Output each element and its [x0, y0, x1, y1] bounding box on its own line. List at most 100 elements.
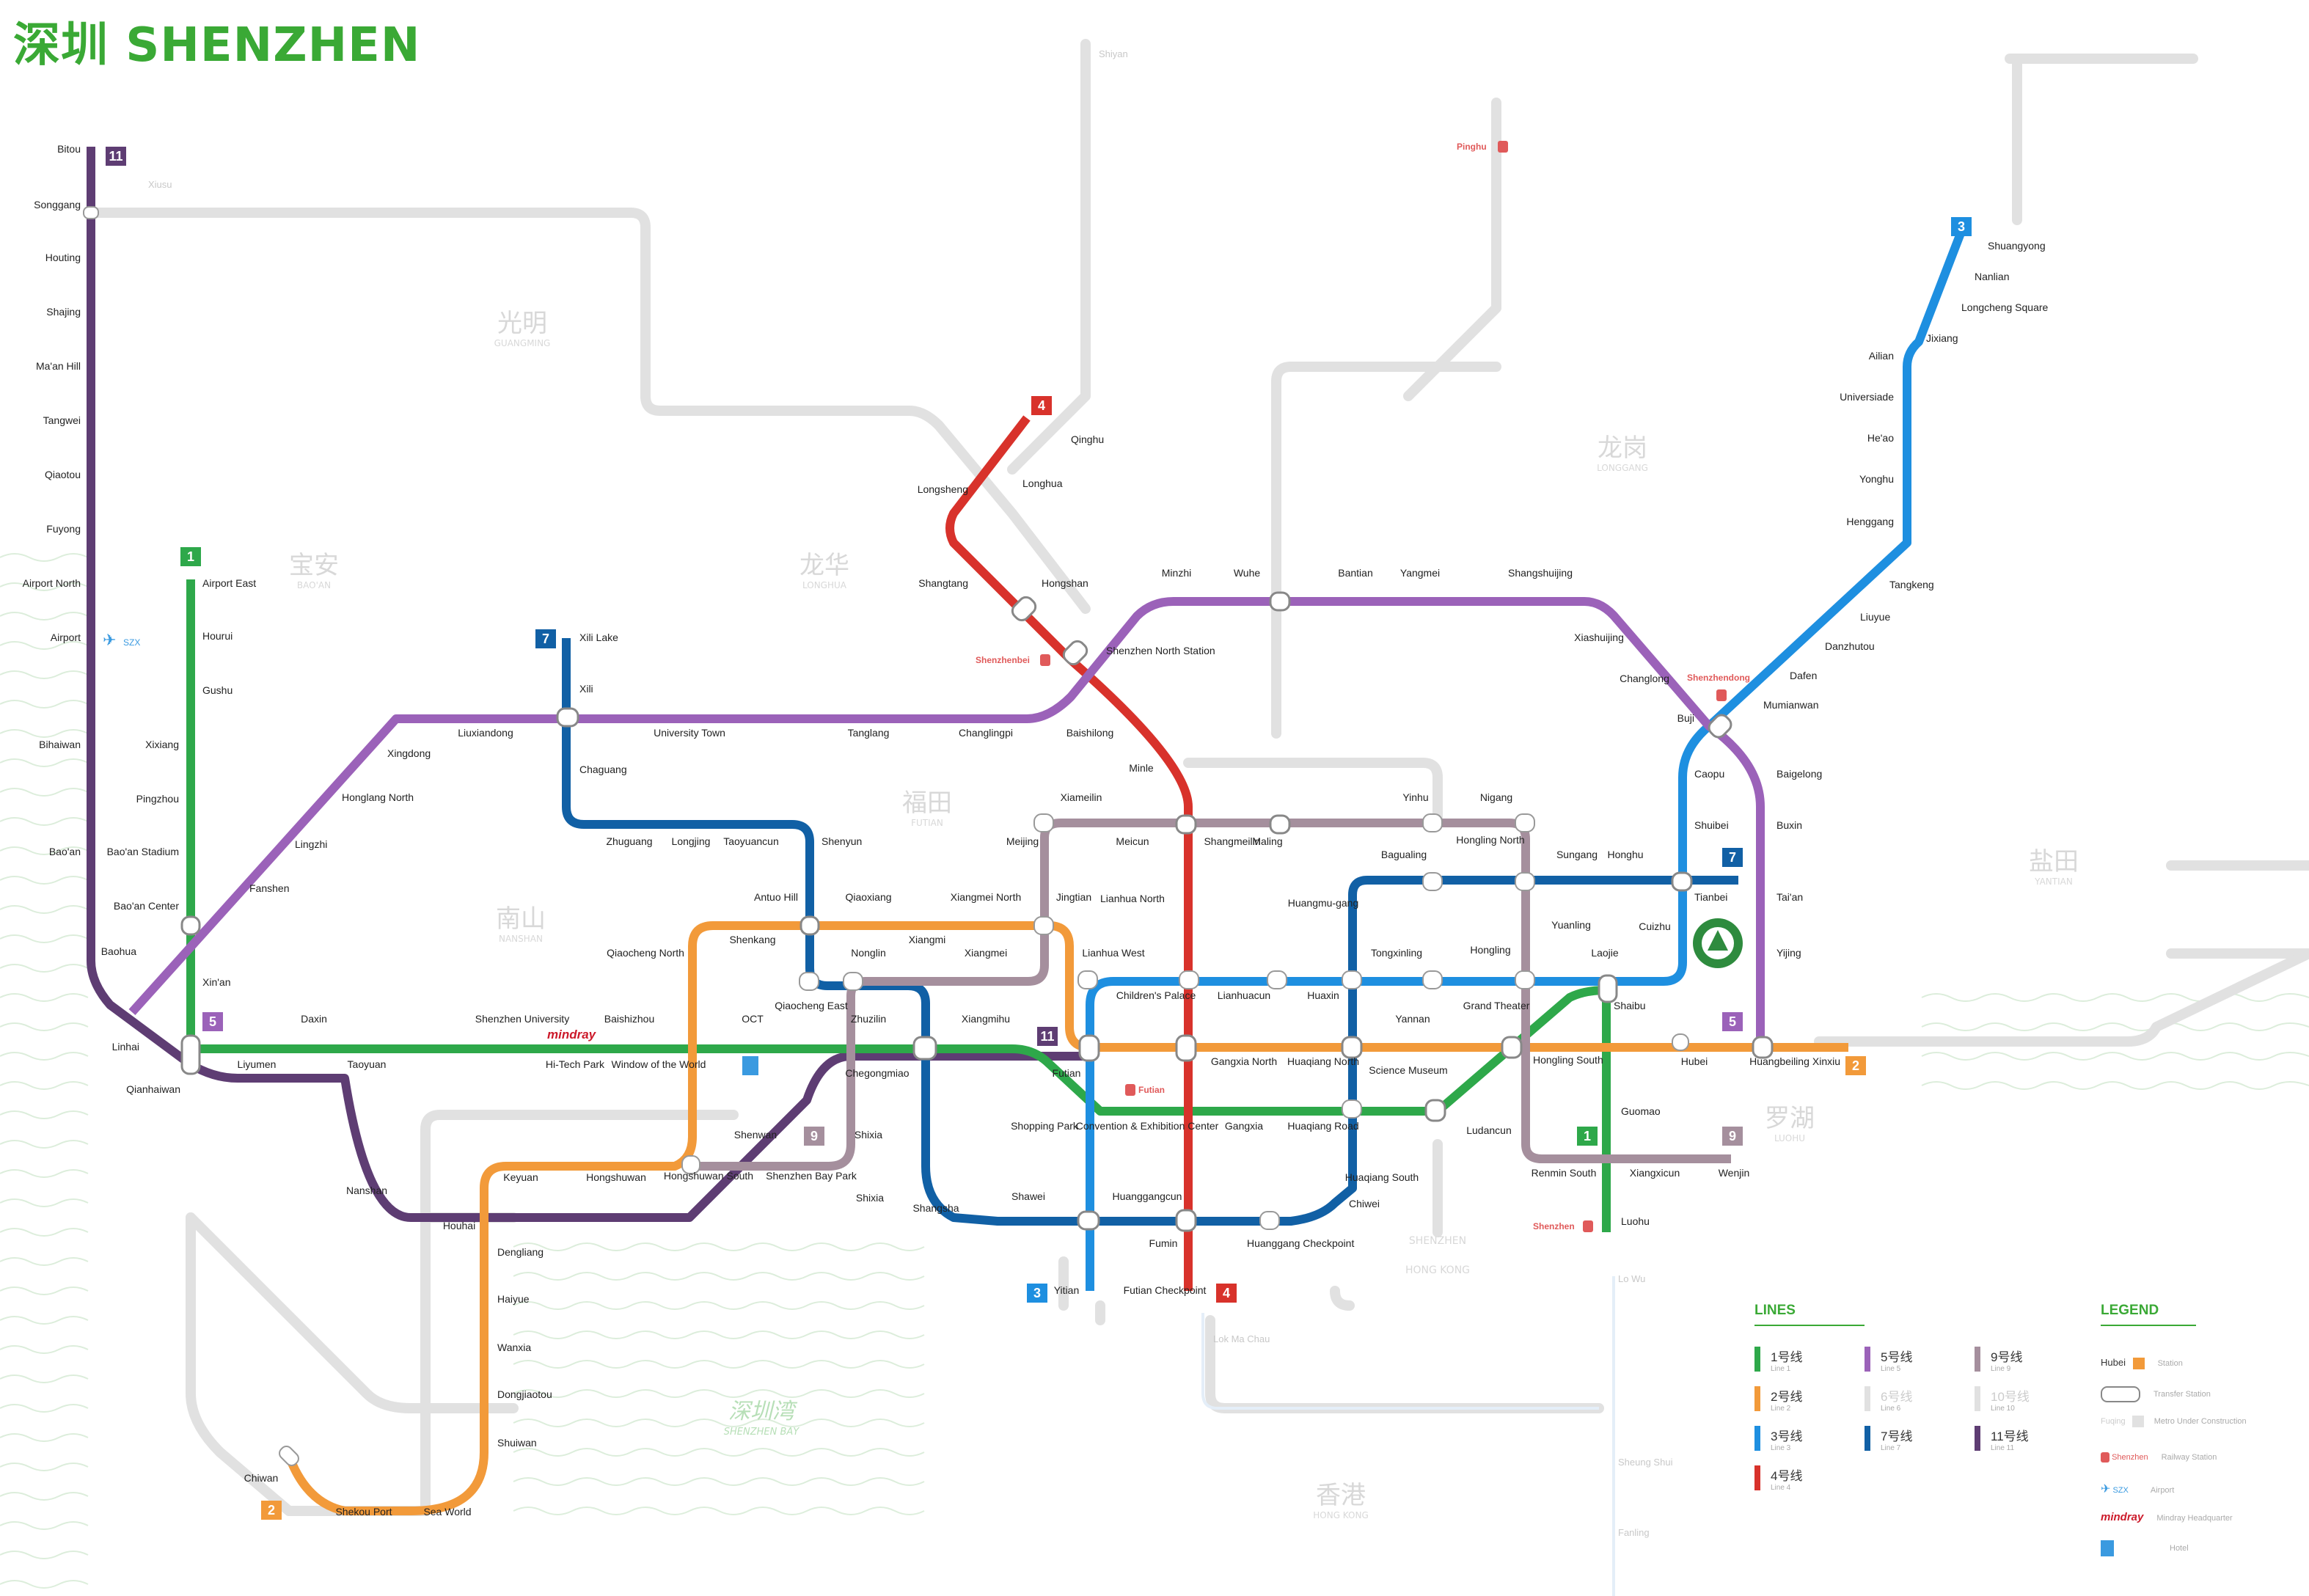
station-label: Nonglin: [851, 947, 885, 959]
station-label: Longhua: [1022, 477, 1063, 489]
line-badge: 5: [1722, 1012, 1743, 1031]
station-label: Tangkeng: [1889, 579, 1934, 590]
station-label: Bao'an: [49, 846, 81, 857]
svg-text:2: 2: [1852, 1058, 1859, 1073]
station-label: Wuhe: [1234, 567, 1261, 579]
line-badge: 9: [804, 1127, 824, 1146]
station-label: Houhai: [443, 1220, 475, 1231]
station-label: Henggang: [1846, 516, 1894, 527]
station-label: Lianhua West: [1082, 947, 1144, 959]
station-label: Airport: [51, 632, 81, 643]
svg-text:7: 7: [542, 632, 549, 646]
construction-labels: Lok Ma Chau Lo Wu Sheung Shui Fanling Xi…: [148, 48, 1673, 1538]
station-label: Qinghu: [1071, 433, 1104, 445]
station-label: Hourui: [202, 630, 233, 642]
railway-label: Pinghu: [1457, 142, 1487, 152]
district-label: 罗湖: [1765, 1104, 1815, 1133]
line-badge: 7: [1722, 848, 1743, 867]
station-label: Hongling North: [1456, 834, 1524, 846]
hotel-icon: [742, 1056, 758, 1075]
district-labels: 光明 GUANGMING 宝安 BAO'AN 龙华 LONGHUA 龙岗 LON…: [289, 309, 2079, 1520]
district-label-en: NANSHAN: [499, 934, 543, 944]
line-badge: 7: [535, 629, 556, 648]
station-label: Zhuguang: [606, 835, 652, 847]
station-label: Children's Palace: [1116, 989, 1196, 1001]
district-label-en: BAO'AN: [297, 580, 331, 590]
station-label: Huaxin: [1307, 989, 1339, 1001]
station-label: Taoyuancun: [723, 835, 779, 847]
station-label: Houting: [45, 252, 81, 263]
station-label: Tongxinling: [1371, 947, 1422, 959]
station-label: Lianhua North: [1100, 893, 1165, 904]
interchanges: [180, 591, 1774, 1232]
station-label: Longcheng Square: [1961, 301, 2049, 313]
station-label: Fumin: [1149, 1237, 1178, 1249]
station-label: Danzhutou: [1825, 640, 1875, 652]
station-label: Shixia: [855, 1129, 882, 1141]
station-label: Airport North: [23, 577, 81, 589]
svg-text:4: 4: [1223, 1286, 1230, 1300]
station-label: Lianhuacun: [1218, 989, 1270, 1001]
station-label: Longjing: [672, 835, 711, 847]
line-badge: 4: [1031, 396, 1052, 415]
svg-text:1: 1: [1584, 1129, 1591, 1143]
line-badge: 4: [1216, 1284, 1237, 1303]
station-label: Shuibei: [1694, 819, 1729, 831]
line-11-track: [87, 147, 1086, 1222]
station-label: Huaqiang South: [1345, 1171, 1419, 1183]
station-label: Wenjin: [1719, 1167, 1750, 1179]
station-label: Xinxiu: [1812, 1055, 1840, 1067]
station-label: Baishilong: [1066, 727, 1114, 739]
station-label: Sea World: [423, 1506, 471, 1518]
station-label: Tianbei: [1694, 891, 1727, 903]
station-label: Cuizhu: [1639, 920, 1671, 932]
station-label: Liuyue: [1860, 611, 1890, 623]
station-label: Huangbeiling: [1749, 1055, 1809, 1067]
station-label: Hongshuwan South: [664, 1170, 753, 1182]
station-label: Shenyun: [821, 835, 862, 847]
station-label: Hongling: [1470, 944, 1510, 956]
hotel-icon: [2101, 1540, 2114, 1556]
station-label: Honghu: [1607, 849, 1643, 860]
station-label: Changlingpi: [959, 727, 1013, 739]
symbols-legend-rule: [2101, 1325, 2196, 1326]
railway-label: Shenzhen: [1533, 1221, 1575, 1231]
station-label: Guomao: [1621, 1105, 1661, 1117]
station-label: Wanxia: [497, 1341, 531, 1353]
station-label: Changlong: [1620, 673, 1669, 684]
station-label: Shuangyong: [1988, 240, 2046, 252]
lines-legend-title: LINES: [1754, 1303, 1796, 1318]
construction-lines: [86, 39, 2309, 1516]
station-label: Chaguang: [579, 764, 627, 775]
station-label: Qiaocheng East: [775, 1000, 848, 1011]
station-label: Shuiwan: [497, 1437, 537, 1449]
station-label: Laojie: [1591, 947, 1619, 959]
station-label: Shenzhen Bay Park: [766, 1170, 857, 1182]
svg-text:1: 1: [187, 549, 194, 564]
district-label-en: GUANGMING: [494, 338, 551, 348]
station-label: Gangxia: [1225, 1120, 1263, 1132]
station-label: Shangsha: [912, 1202, 959, 1214]
line-badges: 11 1 7 5 11 9 4 4 3 3 7 5 2 1 9 2: [106, 147, 1972, 1520]
district-label: 香港: [1316, 1481, 1366, 1510]
border-label: SHENZHEN: [1409, 1235, 1466, 1247]
construction-label: Lo Wu: [1618, 1273, 1645, 1284]
station-label: Huanggangcun: [1113, 1190, 1182, 1202]
station-labels: Bitou Songgang Houting Shajing Ma'an Hil…: [23, 143, 2049, 1518]
station-label: Bao'an Stadium: [107, 846, 179, 857]
station-label: Qiaocheng North: [607, 947, 684, 959]
line-4-track: [945, 415, 1193, 1291]
border-water-lines: [1201, 1276, 1615, 1596]
station-label: Dongjiaotou: [497, 1388, 552, 1400]
station-label: Xiangmihu: [962, 1013, 1010, 1025]
station-label: Window of the World: [612, 1058, 706, 1070]
station-label: Tanglang: [848, 727, 890, 739]
line-badge: 1: [180, 547, 201, 566]
